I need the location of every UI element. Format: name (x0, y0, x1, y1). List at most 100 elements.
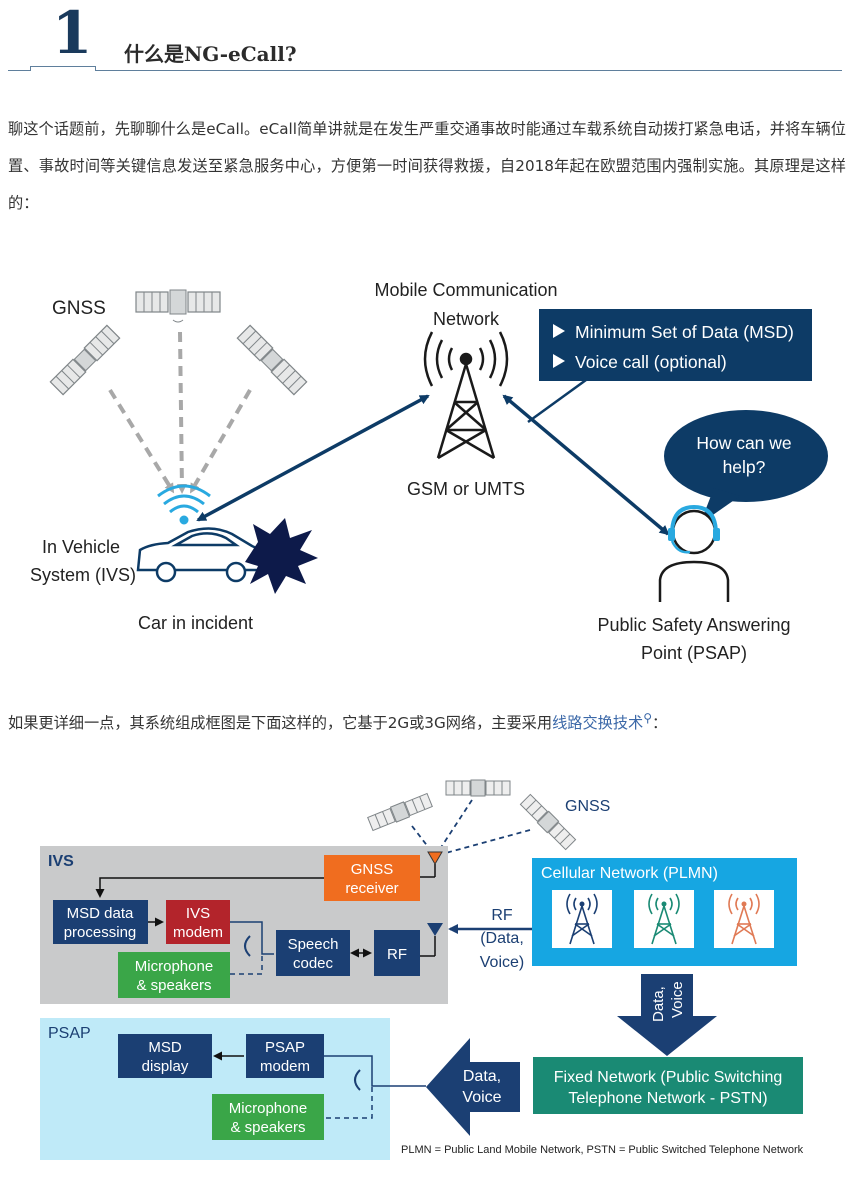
section-title: 什么是NG-eCall? (124, 42, 297, 66)
msd-processing-line2: processing (64, 924, 137, 941)
section-number: 1 (52, 0, 93, 67)
abbreviation-footnote: PLMN = Public Land Mobile Network, PSTN … (401, 1144, 804, 1156)
receiver-to-msd-line (95, 877, 324, 898)
bullet-triangle-icon (553, 324, 565, 338)
ivs-modem-line1: IVS (186, 905, 210, 922)
down-arrow-label-line2: Voice (669, 981, 686, 1018)
modem-routing-line (324, 1055, 426, 1087)
antenna-icon (427, 923, 443, 936)
info-box-pointer (527, 378, 587, 424)
msd-display-line1: MSD (148, 1039, 182, 1056)
satellite-icon (519, 793, 577, 851)
car-label: Car in incident (138, 613, 253, 633)
ivs-microphone-box (118, 952, 230, 998)
rf-link-label-line1: RF (491, 907, 513, 924)
rf-link-label-line3: Voice) (480, 954, 524, 971)
gnss-label: GNSS (565, 798, 610, 815)
ecall-block-diagram: GNSS IVS GNSS receiver MSD data processi… (40, 779, 804, 1160)
data-voice-down-arrow (617, 974, 717, 1056)
psap-mic-dashed (326, 1086, 373, 1119)
msd-display-line2: display (142, 1058, 189, 1075)
switch-icon (354, 1069, 361, 1091)
left-arrow-label-line1: Data, (463, 1068, 501, 1085)
detail-text-end: ： (651, 714, 668, 733)
satellite-icon (135, 289, 221, 323)
network-label-line1: Mobile Communication (374, 280, 557, 300)
cell-tower-icon (714, 890, 774, 948)
psap-modem-box (246, 1034, 324, 1078)
psap-panel-label: PSAP (48, 1025, 91, 1042)
bubble-text-line2: help? (723, 457, 766, 477)
ivs-label-line2: System (IVS) (30, 565, 136, 585)
psap-modem-line1: PSAP (265, 1039, 305, 1056)
ivs-modem-line2: modem (173, 924, 223, 941)
gnss-receiver-line1: GNSS (351, 861, 394, 878)
header-rule (8, 70, 842, 71)
gnss-signal-lines (411, 799, 531, 855)
rf-box (374, 930, 420, 976)
msd-processing-line1: MSD data (67, 905, 134, 922)
antenna-icon (427, 851, 443, 865)
fixed-network-line2: Telephone Network - PSTN) (568, 1090, 767, 1107)
speech-codec-box (276, 930, 350, 976)
satellite-icon (236, 324, 308, 396)
gnss-signal-arrows (108, 331, 252, 494)
detail-text: 如果更详细一点，其系统组成框图是下面这样的，它基于2G或3G网络，主要采用 (8, 714, 553, 733)
ecall-principle-diagram: GNSS (30, 280, 828, 663)
gsm-label: GSM or UMTS (407, 479, 525, 499)
header-tab-accent (30, 66, 96, 71)
satellite-icon (367, 792, 433, 832)
bubble-text-line1: How can we (696, 433, 791, 453)
speech-bubble: How can we help? (664, 410, 828, 524)
psap-microphone-line1: Microphone (229, 1100, 307, 1117)
voice-item-label: Voice call (optional) (575, 352, 727, 372)
psap-microphone-box (212, 1094, 324, 1140)
rf-link-label-line2: (Data, (480, 930, 524, 947)
intro-paragraph: 聊这个话题前，先聊聊什么是eCall。eCall简单讲就是在发生严重交通事故时能… (8, 120, 846, 212)
speech-codec-line2: codec (293, 955, 334, 972)
operator-headset-icon (658, 504, 730, 602)
gnss-receiver-line2: receiver (345, 880, 398, 897)
search-icon[interactable]: ⚲ (643, 711, 652, 725)
ivs-network-link-arrow (196, 394, 430, 522)
speech-codec-line1: Speech (288, 936, 339, 953)
ivs-panel-label: IVS (48, 853, 74, 870)
ivs-microphone-line1: Microphone (135, 958, 213, 975)
cell-tower-icon (634, 890, 694, 948)
section-header: 1 什么是NG-eCall? (0, 0, 863, 80)
msd-item-label: Minimum Set of Data (MSD) (575, 322, 794, 342)
cellular-network-label: Cellular Network (PLMN) (541, 865, 718, 882)
psap-label-line2: Point (PSAP) (641, 643, 747, 663)
gnss-label: GNSS (52, 298, 106, 319)
circuit-switching-link[interactable]: 线路交换技术 (552, 714, 644, 733)
down-arrow-label-line1: Data, (650, 986, 667, 1022)
satellite-icon (445, 779, 511, 797)
psap-label-line1: Public Safety Answering (597, 615, 790, 635)
network-label-line2: Network (433, 309, 500, 329)
cell-tower-icon (552, 890, 612, 948)
detail-paragraph: 如果更详细一点，其系统组成框图是下面这样的，它基于2G或3G网络，主要采用线路交… (8, 700, 846, 742)
crash-burst-icon (245, 518, 318, 594)
switch-icon (244, 935, 251, 957)
psap-modem-line2: modem (260, 1058, 310, 1075)
rf-box-label: RF (387, 946, 407, 963)
gnss-receiver-box (324, 855, 420, 901)
data-voice-left-arrow (426, 1038, 520, 1136)
network-psap-link-arrow (502, 394, 670, 536)
left-arrow-label-line2: Voice (462, 1089, 501, 1106)
modem-to-codec-line (230, 921, 274, 955)
msd-processing-box (53, 900, 148, 944)
ivs-microphone-line2: & speakers (136, 977, 211, 994)
mic-to-codec-dashed (230, 954, 263, 975)
fixed-network-line1: Fixed Network (Public Switching (554, 1069, 783, 1086)
msd-display-box (118, 1034, 212, 1078)
fixed-network-box (533, 1057, 803, 1114)
bullet-triangle-icon (553, 354, 565, 368)
psap-microphone-line2: & speakers (230, 1119, 305, 1136)
car-icon (136, 527, 264, 583)
cell-tower-icon (423, 331, 509, 460)
ivs-modem-box (166, 900, 230, 944)
ivs-label-line1: In Vehicle (42, 537, 120, 557)
satellite-icon (49, 324, 121, 396)
msd-info-box (539, 309, 812, 381)
